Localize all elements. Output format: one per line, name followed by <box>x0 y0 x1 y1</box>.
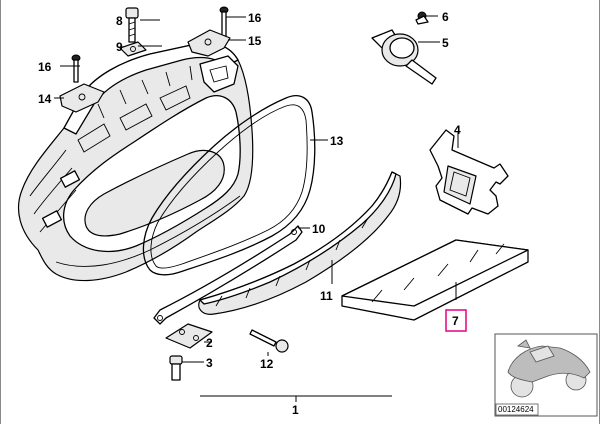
screw-12-part[interactable] <box>249 329 289 353</box>
callout-6[interactable]: 6 <box>442 10 449 24</box>
screw-16b-part[interactable] <box>71 54 81 83</box>
highlight-box-7 <box>445 309 467 332</box>
callout-16-top[interactable]: 16 <box>248 11 262 25</box>
clip-9-part[interactable] <box>119 41 147 57</box>
screw-16a-part[interactable] <box>219 6 229 37</box>
callout-2[interactable]: 2 <box>206 336 213 350</box>
strip-part[interactable] <box>153 225 303 325</box>
vehicle-thumbnail[interactable]: 00124624 <box>494 333 598 417</box>
callout-16-left[interactable]: 16 <box>38 60 52 74</box>
callout-7[interactable]: 7 <box>452 314 459 328</box>
callout-5[interactable]: 5 <box>442 36 449 50</box>
callout-3[interactable]: 3 <box>206 356 213 370</box>
callout-1[interactable]: 1 <box>292 403 299 417</box>
callout-14[interactable]: 14 <box>38 92 52 106</box>
callout-9[interactable]: 9 <box>116 40 123 54</box>
callout-15[interactable]: 15 <box>248 34 262 48</box>
bolt-8-part[interactable] <box>125 7 139 43</box>
thumbnail-label: 00124624 <box>498 405 534 414</box>
callout-12[interactable]: 12 <box>260 357 274 371</box>
plate-2-part[interactable] <box>165 323 213 349</box>
bracket-part[interactable] <box>429 129 509 215</box>
callout-11[interactable]: 11 <box>320 289 333 303</box>
leader-lines <box>54 15 459 402</box>
callout-13[interactable]: 13 <box>330 134 344 148</box>
seal-part[interactable] <box>142 95 316 276</box>
body-panel-part[interactable] <box>17 42 254 282</box>
callout-10[interactable]: 10 <box>312 222 326 236</box>
screw-6-part[interactable] <box>415 11 429 25</box>
plate-14-part[interactable] <box>59 83 105 113</box>
callout-8[interactable]: 8 <box>116 14 123 28</box>
callout-labels: 8 9 16 15 16 14 6 5 4 13 10 11 7 2 3 12 … <box>38 10 467 417</box>
flat-panel-part[interactable] <box>341 239 529 321</box>
lower-trim-part[interactable] <box>198 171 402 315</box>
screw-3-part[interactable] <box>169 355 183 381</box>
sensor-part[interactable] <box>371 29 437 85</box>
callout-4[interactable]: 4 <box>454 123 461 137</box>
plate-15-part[interactable] <box>187 29 231 57</box>
